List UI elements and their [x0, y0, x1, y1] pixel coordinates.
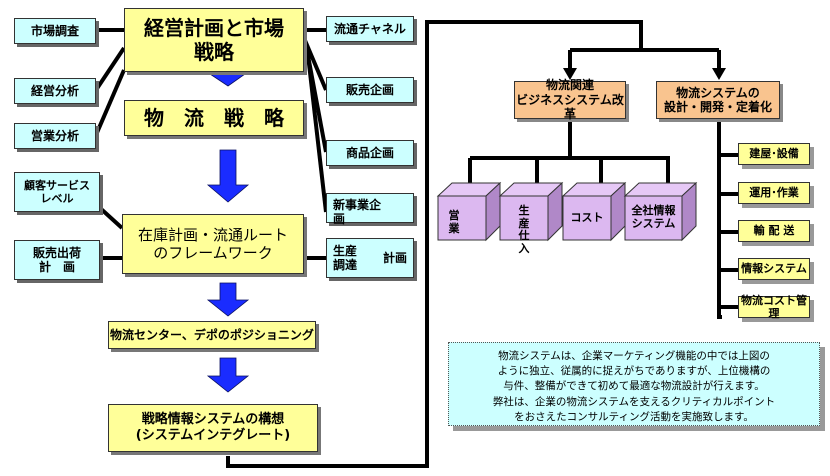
flow-arrow-4 [206, 357, 250, 393]
input-product-planning: 商品企画 [326, 140, 414, 166]
label: 物流センター、デポのポジショニング [110, 327, 314, 342]
arrowhead-system-design [712, 68, 726, 80]
input-sales-planning: 販売企画 [326, 77, 414, 103]
input-sales-shipment-plan: 販売出荷 計 画 [14, 240, 100, 280]
input-distribution-channel: 流通チャネル [326, 16, 414, 42]
label: 物流システムの 設計・開発・定着化 [663, 85, 772, 114]
label: 物流関連 ビジネスシステム改革 [516, 78, 624, 122]
label: 経営計画と市場 戦略 [144, 16, 284, 64]
label: 戦略情報システムの構想 (システムインテグレート) [135, 412, 291, 443]
input-customer-service-level: 顧客サービス レベル [14, 172, 100, 212]
connector-system-spine [717, 113, 722, 319]
label-plan: 計画 [382, 250, 407, 265]
connector-loop [226, 20, 643, 468]
input-sales-analysis: 営業分析 [14, 123, 96, 149]
cube-label-cost: コスト [570, 211, 604, 224]
label: 市場調査 [30, 23, 79, 38]
main-center-positioning: 物流センター、デポのポジショニング [108, 321, 316, 349]
input-production-procurement-plan: 生産 調達 計画 [326, 238, 414, 278]
label: 在庫計画・流通ルート のフレームワーク [137, 226, 288, 262]
item-transport: 輸 配 送 [738, 220, 810, 242]
cube-label-enterprise-info: 全社情報 システム [631, 204, 676, 230]
item-info-system: 情報システム [738, 258, 810, 280]
branch-business-reform: 物流関連 ビジネスシステム改革 [514, 78, 626, 122]
label: 輸 配 送 [753, 224, 795, 238]
label: 建屋･設備 [749, 147, 799, 161]
cube-production [498, 181, 564, 242]
cube-cost [561, 181, 627, 242]
cube-label-production: 生 産 仕 入 [518, 204, 530, 255]
main-logistics-strategy: 物 流 戦 略 [124, 100, 304, 136]
connector-sales-analysis [94, 69, 126, 136]
main-inventory-framework: 在庫計画・流通ルート のフレームワーク [122, 214, 304, 274]
flow-arrow-2 [206, 149, 250, 203]
arrowhead-business-reform [563, 68, 577, 80]
cube-sales [436, 181, 502, 242]
arrowheads [563, 68, 726, 80]
main-management-plan: 経営計画と市場 戦略 [124, 8, 304, 72]
main-info-system-concept: 戦略情報システムの構想 (システムインテグレート) [108, 404, 318, 452]
flow-arrow-1 [208, 73, 247, 87]
label: 物 流 戦 略 [144, 106, 284, 130]
label: 販売企画 [345, 82, 394, 97]
flow-arrow-3 [206, 282, 250, 317]
connector-customer-service [98, 206, 124, 230]
label: 顧客サービス レベル [24, 178, 90, 205]
branch-system-design: 物流システムの 設計・開発・定着化 [656, 81, 780, 119]
item-building-equipment: 建屋･設備 [738, 143, 810, 165]
cube-enterprise-info [623, 181, 698, 242]
description-note: 物流システムは、企業マーケティング機能の中では上図の ように独立、従属的に捉えが… [448, 342, 820, 426]
cube-label-sales: 営 業 [448, 209, 460, 235]
connector-management-analysis [94, 46, 126, 92]
label: 運用･作業 [749, 186, 799, 200]
input-management-analysis: 経営分析 [14, 78, 96, 104]
flow-arrows [206, 73, 250, 393]
connector-new-business [306, 54, 328, 213]
item-operations-work: 運用･作業 [738, 182, 810, 204]
label: 営業分析 [30, 128, 79, 143]
label: 物流コスト管理 [741, 293, 807, 320]
label: 商品企画 [345, 145, 394, 160]
connector-lines [94, 20, 738, 468]
label: 情報システム [741, 262, 807, 276]
label: 生産 調達 [333, 243, 358, 272]
label: 新事業企 画 [333, 198, 382, 227]
label: 流通チャネル [334, 21, 406, 36]
label: 経営分析 [30, 83, 79, 98]
input-new-business-planning: 新事業企 画 [326, 193, 414, 226]
label: 販売出荷 計 画 [32, 245, 81, 274]
item-cost-management: 物流コスト管理 [738, 293, 810, 320]
input-market-research: 市場調査 [14, 18, 96, 44]
